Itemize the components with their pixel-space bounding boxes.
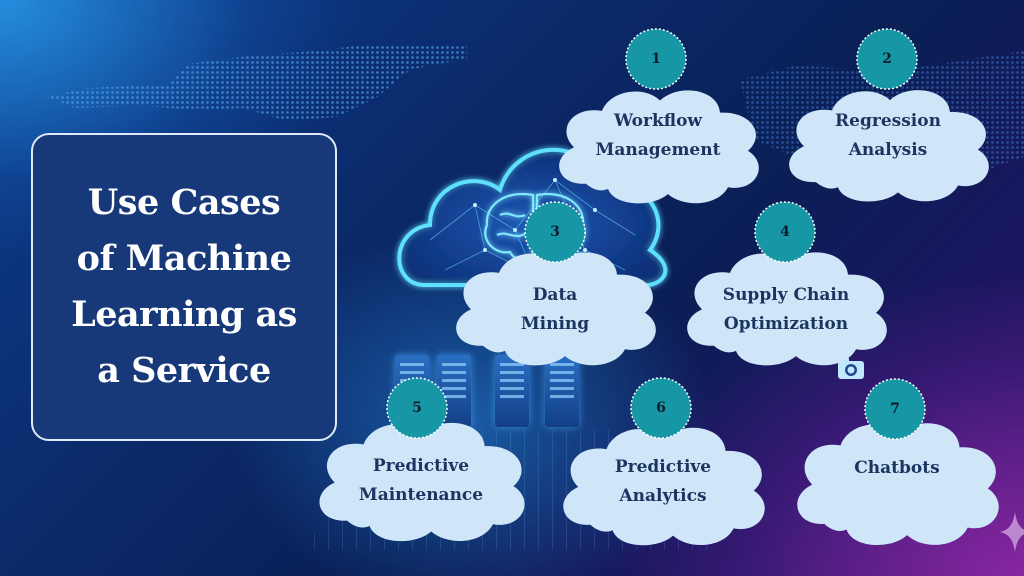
use-case-card-3: Data Mining <box>445 240 665 370</box>
number-badge-3: 3 <box>523 200 587 264</box>
number-badge-1: 1 <box>624 27 688 91</box>
title-panel: Use Cases of Machine Learning as a Servi… <box>31 133 337 441</box>
use-case-card-6: Predictive Analytics <box>552 415 774 550</box>
use-case-label: Chatbots <box>854 458 940 478</box>
number-badge-4: 4 <box>753 200 817 264</box>
use-case-label: Predictive Analytics <box>614 457 712 506</box>
use-case-card-1: Workflow Management <box>548 78 768 208</box>
page-title: Use Cases of Machine Learning as a Servi… <box>71 182 297 391</box>
use-case-label: Workflow Management <box>595 111 721 160</box>
number-badge-2: 2 <box>855 27 919 91</box>
use-case-label: Supply Chain Optimization <box>722 285 850 334</box>
camera-icon <box>838 358 864 379</box>
use-case-label: Regression Analysis <box>835 111 941 160</box>
use-case-card-7: Chatbots <box>786 410 1008 550</box>
use-case-label: Data Mining <box>520 285 590 334</box>
use-case-label: Predictive Maintenance <box>358 456 484 505</box>
use-case-card-5: Predictive Maintenance <box>308 410 534 546</box>
sparkle-icon <box>1000 512 1024 552</box>
number-badge-6: 6 <box>629 376 693 440</box>
number-badge-7: 7 <box>863 377 927 441</box>
number-badge-5: 5 <box>385 376 449 440</box>
use-case-card-4: Supply Chain Optimization <box>676 240 896 370</box>
use-case-card-2: Regression Analysis <box>778 78 998 206</box>
